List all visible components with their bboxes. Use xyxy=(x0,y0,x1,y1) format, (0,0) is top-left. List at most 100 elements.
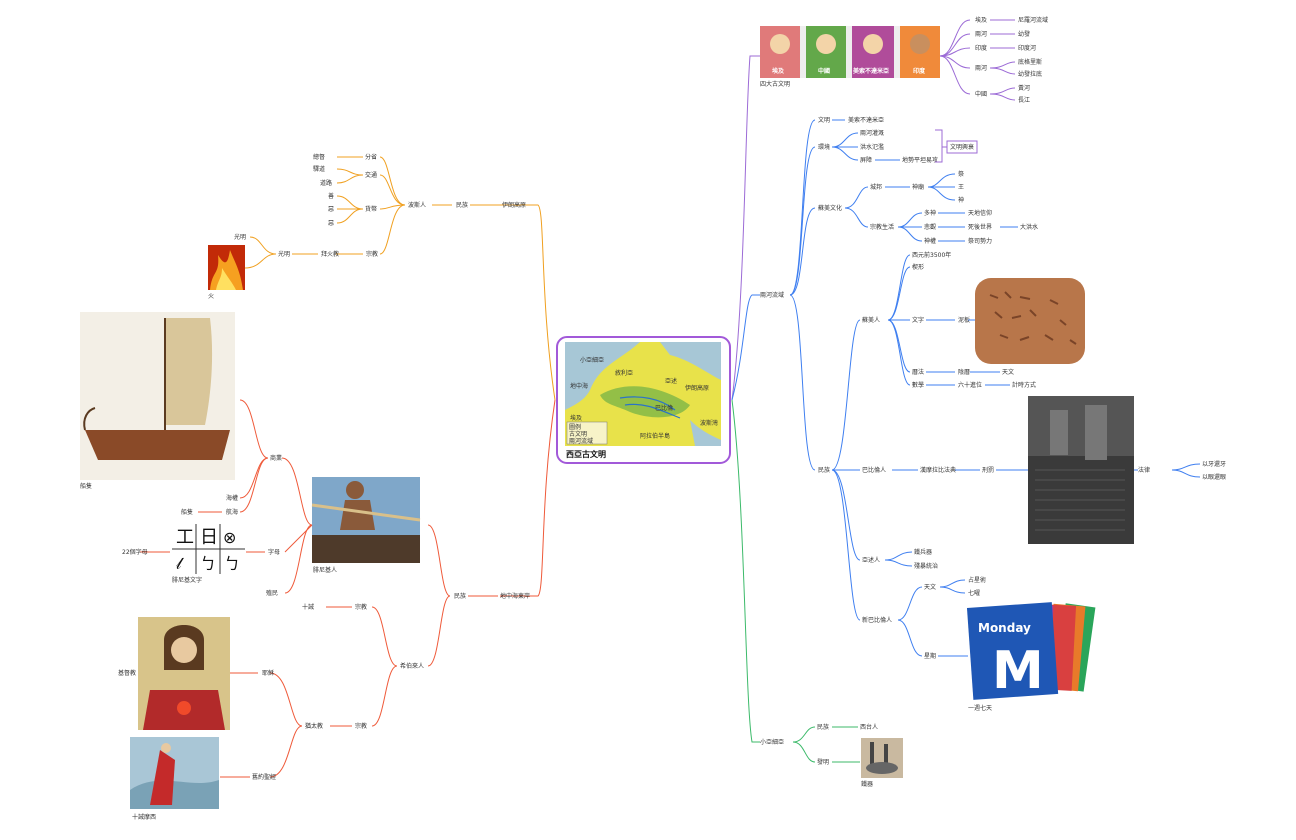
blue-node[interactable]: 天文 xyxy=(924,583,936,591)
blue-branch[interactable]: 兩河流域 文明 美索不達米亞 環境 兩河灌溉 洪水氾濫 屏障 地勢平坦易攻 文明… xyxy=(760,116,1226,712)
purple-item[interactable]: 兩河 xyxy=(975,30,987,38)
blue-node[interactable]: 數學 xyxy=(912,381,924,389)
purple-item[interactable]: 兩河 xyxy=(975,64,987,72)
red-node[interactable]: 宗教 xyxy=(355,722,367,730)
orange-node[interactable]: 分省 xyxy=(365,153,377,161)
blue-node[interactable]: 神權 xyxy=(924,237,936,245)
orange-node[interactable]: 善 xyxy=(328,192,334,200)
red-node[interactable]: 船隻 xyxy=(80,482,92,490)
orange-node[interactable]: 貨幣 xyxy=(365,205,377,213)
purple-item[interactable]: 幼發拉底 xyxy=(1018,70,1042,78)
red-node[interactable]: 民族 xyxy=(454,592,466,600)
blue-node[interactable]: 泥板 xyxy=(958,316,970,324)
blue-node[interactable]: 美索不達米亞 xyxy=(848,116,884,124)
blue-node[interactable]: 占星術 xyxy=(968,576,986,584)
green-node[interactable]: 發明 xyxy=(817,758,829,766)
blue-node[interactable]: 漢摩拉比法典 xyxy=(920,466,956,474)
red-node[interactable]: 腓尼基文字 xyxy=(172,576,202,584)
blue-node[interactable]: 洪水氾濫 xyxy=(860,143,884,151)
orange-node[interactable]: 波斯人 xyxy=(408,201,426,209)
orange-node[interactable]: 總督 xyxy=(313,153,325,161)
red-branch[interactable]: 地中海東岸 民族 腓尼基人 商業 船隻 海權 航海 船隻 字母 xyxy=(80,312,530,821)
orange-node[interactable]: 光明 xyxy=(278,250,290,258)
orange-node[interactable]: 光明 xyxy=(234,233,246,241)
blue-node[interactable]: 天地信仰 xyxy=(968,209,992,217)
green-node[interactable]: 西台人 xyxy=(860,723,878,731)
orange-node[interactable]: 惡 xyxy=(328,206,334,213)
blue-node[interactable]: 大洪水 xyxy=(1020,223,1038,231)
orange-node[interactable]: 惡 xyxy=(328,220,334,227)
orange-branch[interactable]: 伊朗高原 民族 波斯人 分省 總督 交通 驛道 道路 貨幣 善 惡 惡 宗教 拜… xyxy=(208,153,526,300)
red-node[interactable]: 耶穌 xyxy=(262,669,274,677)
purple-item[interactable]: 黃河 xyxy=(1018,84,1030,92)
purple-item[interactable]: 幼發 xyxy=(1018,30,1030,38)
red-node[interactable]: 腓尼基人 xyxy=(313,566,337,574)
blue-node[interactable]: 死後世界 xyxy=(968,223,992,231)
red-node[interactable]: 十誡 xyxy=(302,603,314,611)
blue-node[interactable]: 以牙還牙 xyxy=(1202,460,1226,468)
blue-node[interactable]: 宗教生活 xyxy=(870,223,894,231)
blue-node[interactable]: 多神 xyxy=(924,209,936,217)
blue-node[interactable]: 祭司勢力 xyxy=(968,237,992,245)
red-node[interactable]: 殖民 xyxy=(266,589,278,597)
orange-node[interactable]: 火 xyxy=(208,293,214,300)
red-main-label[interactable]: 地中海東岸 xyxy=(500,592,530,600)
purple-item[interactable]: 底格里斯 xyxy=(1018,58,1042,66)
blue-node[interactable]: 星期 xyxy=(924,652,936,660)
blue-node[interactable]: 兩河灌溉 xyxy=(860,129,884,137)
orange-node[interactable]: 拜火教 xyxy=(321,250,339,258)
blue-node[interactable]: 西元前3500年 xyxy=(912,251,951,259)
orange-node[interactable]: 道路 xyxy=(320,179,332,187)
red-node[interactable]: 希伯來人 xyxy=(400,662,424,670)
red-node[interactable]: 基督教 xyxy=(118,669,136,677)
purple-item[interactable]: 埃及 xyxy=(975,16,987,24)
red-node[interactable]: 宗教 xyxy=(355,603,367,611)
blue-node[interactable]: 新巴比倫人 xyxy=(862,616,892,624)
blue-node[interactable]: 亞述人 xyxy=(862,556,880,564)
blue-node[interactable]: 計時方式 xyxy=(1012,381,1036,389)
red-node[interactable]: 十誡摩西 xyxy=(132,813,156,821)
red-node[interactable]: 舊約聖經 xyxy=(252,773,276,781)
green-node[interactable]: 民族 xyxy=(817,723,829,731)
blue-node[interactable]: 民族 xyxy=(818,466,830,474)
red-node[interactable]: 海權 xyxy=(226,494,238,502)
purple-item[interactable]: 印度河 xyxy=(1018,44,1036,52)
blue-node[interactable]: 文字 xyxy=(912,316,924,324)
blue-node[interactable]: 文明 xyxy=(818,116,830,124)
green-main-label[interactable]: 小亞細亞 xyxy=(760,738,784,746)
blue-node[interactable]: 王 xyxy=(958,184,964,191)
blue-node[interactable]: 曆法 xyxy=(912,368,924,376)
blue-node[interactable]: 神廟 xyxy=(912,183,924,191)
blue-node[interactable]: 法律 xyxy=(1138,466,1150,474)
purple-item[interactable]: 印度 xyxy=(975,44,987,52)
root-node[interactable]: 小亞細亞 地中海 敘利亞 伊朗高原 阿拉伯半島 波斯灣 埃及 巴比倫 亞述 圖例… xyxy=(556,336,731,464)
blue-node[interactable]: 屏障 xyxy=(860,156,872,164)
orange-node[interactable]: 宗教 xyxy=(366,250,378,258)
red-node[interactable]: 字母 xyxy=(268,548,280,556)
blue-node[interactable]: 祭 xyxy=(958,170,964,178)
orange-main-label[interactable]: 伊朗高原 xyxy=(502,201,526,209)
red-node[interactable]: 22個字母 xyxy=(122,548,148,556)
purple-item[interactable]: 長江 xyxy=(1018,97,1030,104)
blue-node[interactable]: 環境 xyxy=(818,143,830,151)
blue-node[interactable]: 楔形 xyxy=(912,263,924,271)
purple-item[interactable]: 中國 xyxy=(975,90,987,98)
blue-node[interactable]: 以眼還眼 xyxy=(1202,473,1226,481)
blue-node[interactable]: 神 xyxy=(958,196,964,204)
red-node[interactable]: 猶太教 xyxy=(305,722,323,730)
blue-node[interactable]: 蘇美人 xyxy=(862,316,880,324)
blue-node[interactable]: 悲觀 xyxy=(924,223,936,231)
blue-node[interactable]: 蘇美文化 xyxy=(818,204,842,212)
orange-node[interactable]: 民族 xyxy=(456,201,468,209)
blue-node[interactable]: 陰曆 xyxy=(958,368,970,376)
blue-node[interactable]: 一週七天 xyxy=(968,704,992,712)
blue-node[interactable]: 刑罰 xyxy=(982,466,994,474)
purple-item[interactable]: 尼羅河流域 xyxy=(1018,16,1048,24)
red-node[interactable]: 商業 xyxy=(270,454,282,462)
summary-box[interactable]: 文明興衰 xyxy=(950,143,974,151)
blue-node[interactable]: 殘暴統治 xyxy=(914,562,938,570)
blue-node[interactable]: 城邦 xyxy=(870,183,882,191)
blue-node[interactable]: 巴比倫人 xyxy=(862,466,886,474)
blue-node[interactable]: 六十進位 xyxy=(958,381,982,389)
blue-node[interactable]: 鐵兵器 xyxy=(914,548,932,556)
